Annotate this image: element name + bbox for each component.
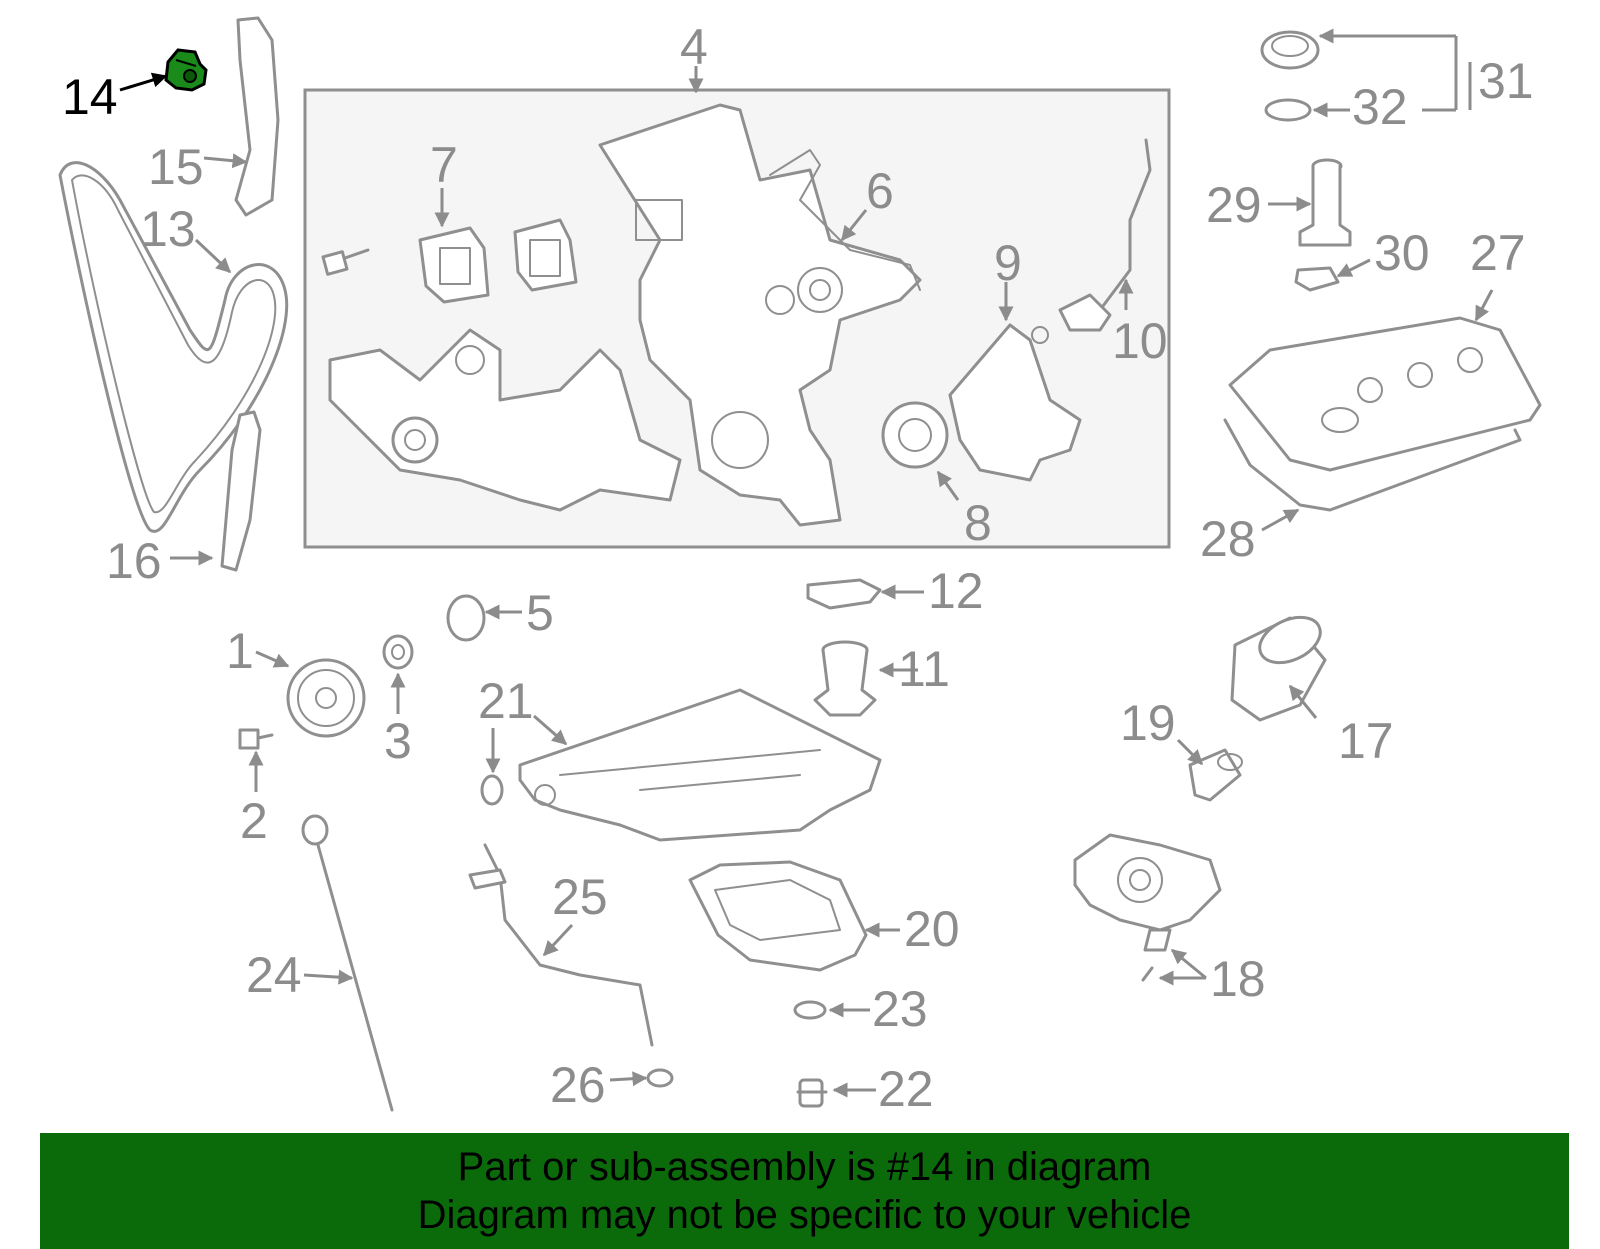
callout-8: 8 bbox=[964, 495, 992, 551]
callout-31: 31 bbox=[1478, 53, 1534, 109]
callout-14: 14 bbox=[62, 69, 118, 125]
callout-22: 22 bbox=[878, 1061, 934, 1117]
part-11-oil-strainer[interactable] bbox=[813, 640, 877, 717]
callout-26: 26 bbox=[550, 1057, 606, 1113]
part-12-gasket[interactable] bbox=[806, 578, 882, 610]
part-8-oil-pump-rotor[interactable] bbox=[881, 401, 949, 469]
part-4-timing-cover[interactable] bbox=[598, 103, 922, 527]
callout-25: 25 bbox=[552, 869, 608, 925]
callout-29: 29 bbox=[1206, 177, 1262, 233]
callout-21: 21 bbox=[478, 673, 534, 729]
callout-27: 27 bbox=[1470, 225, 1526, 281]
part-27-valve-cover[interactable] bbox=[1228, 316, 1542, 472]
callout-4: 4 bbox=[680, 19, 708, 75]
callout-28: 28 bbox=[1200, 511, 1256, 567]
part-2-pulley-bolt[interactable] bbox=[238, 728, 274, 750]
part-22-drain-plug[interactable] bbox=[796, 1078, 828, 1108]
callout-3: 3 bbox=[384, 713, 412, 769]
callout-11: 11 bbox=[898, 641, 950, 697]
water-pump bbox=[328, 328, 682, 512]
part-24-dipstick[interactable] bbox=[301, 814, 394, 1112]
part-29-filler-pipe[interactable] bbox=[1298, 158, 1352, 247]
callout-30: 30 bbox=[1374, 225, 1430, 281]
part-18-filter-housing[interactable] bbox=[1073, 833, 1222, 982]
part-19-filter-element[interactable] bbox=[1188, 748, 1243, 802]
callout-6: 6 bbox=[866, 163, 894, 219]
callout-15: 15 bbox=[148, 139, 204, 195]
callout-12: 12 bbox=[928, 563, 984, 619]
part-1-crank-pulley[interactable] bbox=[286, 658, 366, 738]
callout-24: 24 bbox=[246, 947, 302, 1003]
banner-line-part: Part or sub-assembly is #14 in diagram bbox=[457, 1145, 1152, 1189]
o-ring-21 bbox=[480, 774, 504, 806]
info-banner: Part or sub-assembly is #14 in diagram D… bbox=[40, 1133, 1569, 1249]
callout-16: 16 bbox=[106, 533, 162, 589]
snap-ring bbox=[1031, 326, 1049, 344]
banner-line-disclaimer: Diagram may not be specific to your vehi… bbox=[417, 1193, 1192, 1237]
callout-13: 13 bbox=[140, 201, 196, 257]
part-5-o-ring[interactable] bbox=[446, 594, 486, 642]
callout-18: 18 bbox=[1210, 951, 1266, 1007]
bolt bbox=[321, 248, 370, 276]
part-10-gauge-guide[interactable] bbox=[1058, 138, 1152, 332]
callout-5: 5 bbox=[526, 585, 554, 641]
callout-1: 1 bbox=[226, 623, 254, 679]
part-21-oil-pan-upper[interactable] bbox=[518, 688, 882, 842]
callout-19: 19 bbox=[1120, 695, 1176, 751]
part-9-oil-pump-cover[interactable] bbox=[948, 323, 1082, 482]
part-23-drain-gasket[interactable] bbox=[793, 1000, 827, 1020]
part-17-oil-filter[interactable] bbox=[1230, 608, 1327, 722]
part-30-gasket[interactable] bbox=[1294, 266, 1340, 292]
callout-10: 10 bbox=[1112, 313, 1168, 369]
part-32-gasket[interactable] bbox=[1264, 98, 1312, 122]
part-16-chain-guide[interactable] bbox=[220, 410, 262, 572]
callout-7: 7 bbox=[430, 137, 458, 193]
callout-23: 23 bbox=[872, 981, 928, 1037]
callout-2: 2 bbox=[240, 793, 268, 849]
part-6-cover-gasket[interactable] bbox=[769, 149, 921, 291]
part-7-gaskets[interactable] bbox=[418, 218, 578, 304]
part-3-crank-sprocket[interactable] bbox=[382, 634, 414, 670]
part-13-timing-chain[interactable] bbox=[58, 161, 289, 533]
part-20-oil-pan-lower[interactable] bbox=[688, 860, 868, 972]
part-14-chain-tensioner[interactable] bbox=[164, 48, 208, 92]
part-31-oil-filler-cap[interactable] bbox=[1260, 30, 1320, 70]
callout-32: 32 bbox=[1352, 79, 1408, 135]
callout-17: 17 bbox=[1338, 713, 1394, 769]
callout-20: 20 bbox=[904, 901, 960, 957]
tube-bracket bbox=[468, 868, 507, 890]
callout-9: 9 bbox=[994, 235, 1022, 291]
part-28-valve-cover-gasket[interactable] bbox=[1223, 418, 1522, 512]
part-26-o-ring[interactable] bbox=[646, 1068, 674, 1088]
part-15-chain-guide[interactable] bbox=[234, 16, 280, 217]
